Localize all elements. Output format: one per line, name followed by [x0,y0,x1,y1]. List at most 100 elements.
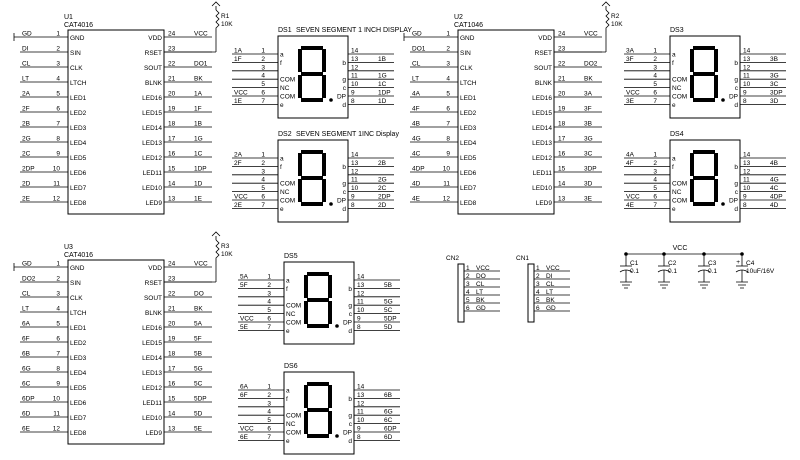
ic-pin-name: RSET [145,50,162,57]
net-label: 1B [194,121,202,128]
ic-pin-name: LED16 [142,325,162,332]
net-label: VCC [234,90,248,97]
capacitor-value: 0.1 [630,268,639,275]
pin-number: 14 [351,152,359,159]
pin-number: 2 [56,46,60,53]
pin-number: 23 [558,46,566,53]
ic-pin-name: LED14 [142,125,162,132]
net-label: 6A [22,321,31,328]
ground-icon [620,281,632,289]
display-pin-name: g [734,181,738,188]
pin-number: 20 [558,91,566,98]
display-pin-name: f [286,396,288,403]
net-label: 3DP [584,166,597,173]
pin-number: 3 [56,61,60,68]
net-label: 4G [412,136,421,143]
ic-part: CAT4016 [64,252,93,259]
pin-number: 23 [168,276,176,283]
pin-number: 8 [357,324,361,331]
net-label: 1G [378,73,387,80]
pin-number: 3 [653,64,657,71]
display-pin-name: g [348,413,352,420]
seven-segment-digit-icon [690,46,725,102]
pin-number: 9 [56,381,60,388]
ic-pin-name: LED15 [532,110,552,117]
net-label: 4F [626,160,634,167]
display-pin-name: b [348,286,352,293]
pin-number: 10 [357,307,365,314]
connector-ref: CN1 [516,255,529,262]
pin-number: 8 [351,202,355,209]
pin-number: 6 [261,194,265,201]
net-label: 4C [412,151,421,158]
pin-number: 11 [351,177,358,184]
pin-number: 23 [168,46,176,53]
ic-pin-name: LED15 [142,340,162,347]
net-label: 6DP [22,396,35,403]
ic-pin-name: LED7 [70,415,87,422]
net-label: 1C [378,81,387,88]
net-label: 5G [384,299,393,306]
net-label: 2B [378,160,386,167]
display-pin-name: e [672,206,676,213]
display-pin-name: g [348,303,352,310]
pin-number: 3 [653,168,657,175]
net-label: DO [476,273,486,280]
ic-pin-name: LED2 [70,340,87,347]
net-label: 4F [412,106,420,113]
net-label: 2F [22,106,30,113]
pin-number: 11 [743,73,750,80]
net-label: 5E [240,324,249,331]
pin-number: 5 [536,297,540,304]
ic-pin-name: LTCH [460,80,477,87]
pin-number: 4 [261,177,265,184]
resistor-value: 10K [221,251,233,258]
pin-number: 11 [743,177,750,184]
ic-pin-name: LED1 [460,95,477,102]
pin-number: 1 [446,31,450,38]
pin-number: 10 [53,166,61,173]
ic-pin-name: RSET [535,50,552,57]
ic-pin-name: LED11 [143,170,163,177]
vcc-rail-label: VCC [673,245,688,252]
ic-pin-name: GND [70,35,85,42]
display-pin-name: d [734,102,738,109]
net-label: 2A [22,91,31,98]
pin-number: 6 [536,305,540,312]
ic-pin-name: LED16 [142,95,162,102]
pin-number: 11 [357,409,364,416]
pin-number: 1 [56,261,60,268]
ic-pin-name: LED4 [70,370,87,377]
capacitor-value: 10uF/16V [746,268,775,275]
net-label: 1F [234,56,242,63]
pin-number: 2 [653,56,657,63]
pin-number: 14 [357,384,365,391]
net-label: 1DP [194,166,207,173]
net-label: 3A [584,91,593,98]
ic-pin-name: LED7 [460,185,477,192]
display-pin-name: a [280,52,284,59]
pin-number: 15 [168,166,176,173]
pin-number: 8 [446,136,450,143]
resistor-icon [605,9,610,32]
net-label: 2DP [378,194,391,201]
pin-number: 14 [351,48,359,55]
pin-number: 2 [261,56,265,63]
display-ref: DS4 [670,131,684,138]
ic-ref: U3 [64,244,73,251]
display-pin-name: g [342,77,346,84]
pin-number: 19 [168,336,176,343]
display-ref: DS6 [284,363,298,370]
pin-number: 5 [653,185,657,192]
pin-number: 1 [261,48,265,55]
ic-part: CAT4016 [64,22,93,29]
ic-ref: U1 [64,14,73,21]
ground-icon [13,263,20,271]
net-label: 4A [412,91,421,98]
resistor-ref: R2 [611,13,620,20]
net-label: LT [476,289,483,296]
net-label: DO [194,291,204,298]
net-label: 1E [194,196,203,203]
pin-number: 8 [56,366,60,373]
